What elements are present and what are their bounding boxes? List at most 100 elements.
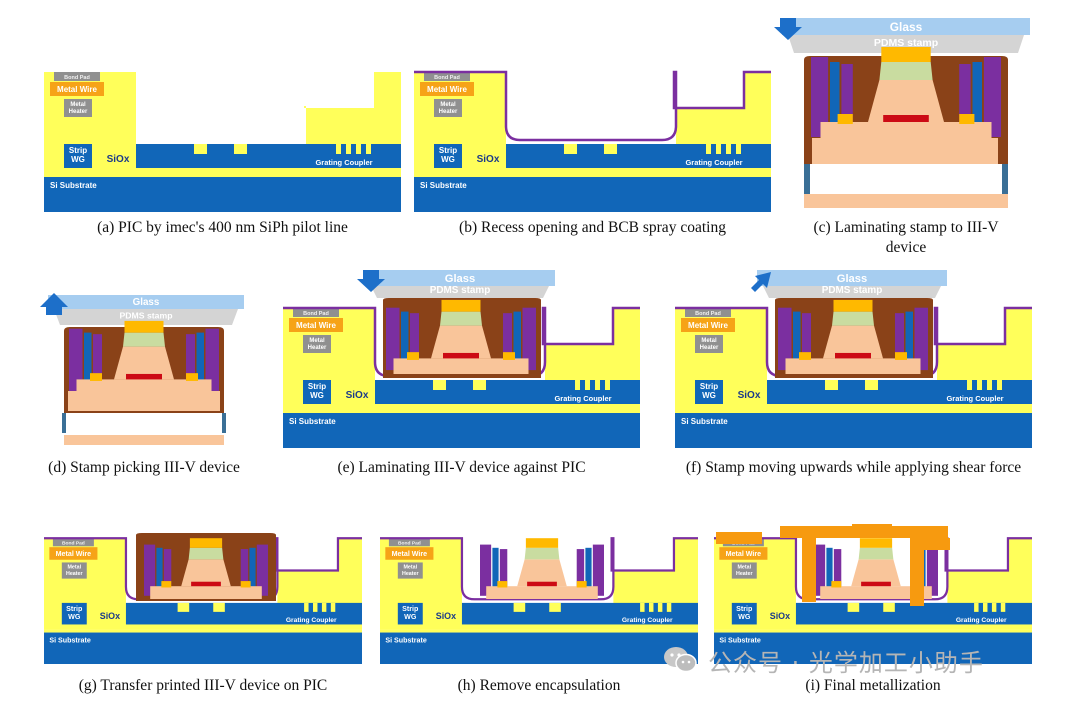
active-region — [443, 352, 479, 359]
metal-wire-label: Metal Wire — [688, 321, 728, 330]
active-region — [883, 115, 929, 122]
bcb-left-outer — [69, 328, 83, 392]
tether-right — [1002, 164, 1008, 196]
strip-wg-label: Strip — [308, 382, 326, 391]
si-substrate-label: Si Substrate — [289, 417, 336, 426]
metal-pad-left — [716, 532, 762, 544]
metal-wire — [681, 318, 735, 332]
metal-heater-label: Metal — [309, 338, 325, 344]
caption-d: (d) Stamp picking III-V device — [48, 459, 240, 476]
recess-opening — [136, 72, 306, 106]
sidewall-left — [156, 547, 163, 589]
si-substrate — [675, 413, 1032, 448]
siox-label: SiOx — [346, 390, 369, 401]
si-substrate — [44, 632, 362, 664]
bcb-left-outer — [480, 544, 492, 596]
metal-via-right — [910, 550, 924, 606]
mesa-lower — [868, 80, 944, 122]
grating-notch — [177, 602, 190, 612]
caption-f: (f) Stamp moving upwards while applying … — [685, 459, 1022, 476]
watermark: 公众号 · 光学加工小助手 — [662, 642, 1062, 678]
strip-wg-label: Strip — [700, 382, 718, 391]
caption-g: (g) Transfer printed III-V device on PIC — [78, 677, 328, 694]
bcb-right-outer — [205, 328, 219, 392]
pdms-stamp — [54, 309, 238, 325]
grating-notch — [194, 144, 207, 154]
grating-tooth — [977, 380, 982, 390]
top-contact — [124, 320, 164, 333]
active-region — [861, 581, 891, 587]
sidewall-right — [905, 311, 913, 362]
bond-pad-label: Bond Pad — [398, 540, 421, 546]
sidewall-left — [793, 311, 801, 362]
strip-waveguide — [434, 144, 462, 168]
bond-pad — [685, 308, 731, 317]
metal-wire — [719, 547, 768, 560]
mesa-upper — [123, 332, 165, 347]
metal-heater-label: Metal — [403, 565, 417, 571]
metal-wire — [385, 547, 434, 560]
grating-tooth — [321, 602, 327, 612]
glass-label: Glass — [133, 297, 160, 308]
bcb-right-outer — [926, 544, 938, 596]
metal-heater-label: Heater — [700, 345, 719, 351]
buried-oxide — [44, 629, 362, 633]
bcb-right-inner — [186, 334, 195, 383]
release-gap — [810, 164, 1002, 196]
glass-label: Glass — [837, 273, 867, 285]
si-substrate-label: Si Substrate — [420, 181, 467, 190]
caption-b: (b) Recess opening and BCB spray coating — [459, 219, 726, 236]
grating-notch — [865, 380, 878, 390]
bcb-left-inner — [499, 549, 508, 589]
si-substrate — [283, 413, 640, 448]
iii-v-base — [820, 122, 992, 142]
grating-tooth — [987, 380, 992, 390]
grating-coupler-label: Grating Coupler — [554, 394, 611, 403]
bond-pad-label: Bond Pad — [62, 540, 85, 546]
metal-wire-label: Metal Wire — [726, 550, 762, 558]
bond-pad — [52, 538, 94, 547]
pdms-label: PDMS stamp — [119, 311, 172, 321]
buried-oxide — [675, 410, 1032, 413]
release-gap — [64, 413, 224, 435]
strip-wg-label: Strip — [66, 605, 83, 613]
watermark-text: 公众号 · 光学加工小助手 — [708, 648, 984, 677]
grating-notch — [213, 602, 225, 612]
contact-right — [895, 352, 907, 360]
bcb-left-inner — [410, 313, 419, 362]
mesa-upper — [879, 62, 933, 80]
metal-wire — [289, 318, 343, 332]
metal-heater-label: Heater — [69, 109, 88, 115]
iii-v-base — [150, 586, 262, 599]
grating-tooth — [706, 144, 711, 154]
grating-tooth — [649, 602, 654, 612]
metal-top-contact — [852, 524, 892, 534]
buried-oxide — [714, 629, 1032, 633]
grating-tooth — [585, 380, 590, 390]
strip-wg-label: WG — [441, 155, 455, 164]
top-contact — [525, 538, 559, 548]
metal-wire-label: Metal Wire — [427, 85, 467, 94]
grating-notch — [513, 602, 526, 612]
metal-heater — [731, 562, 757, 579]
contact-left — [90, 373, 102, 381]
bcb-right-outer — [592, 544, 604, 596]
bond-pad-label: Bond Pad — [434, 75, 460, 81]
glass-plate — [48, 295, 244, 309]
glass-plate — [782, 18, 1030, 35]
grating-notch — [473, 380, 486, 390]
si-substrate-label: Si Substrate — [49, 636, 91, 644]
strip-waveguide — [695, 380, 723, 404]
top-contact — [833, 299, 873, 312]
grating-tooth — [575, 380, 580, 390]
strip-wg-label: Strip — [439, 146, 457, 155]
grating-notch — [847, 602, 860, 612]
sidewall-right — [196, 332, 204, 383]
